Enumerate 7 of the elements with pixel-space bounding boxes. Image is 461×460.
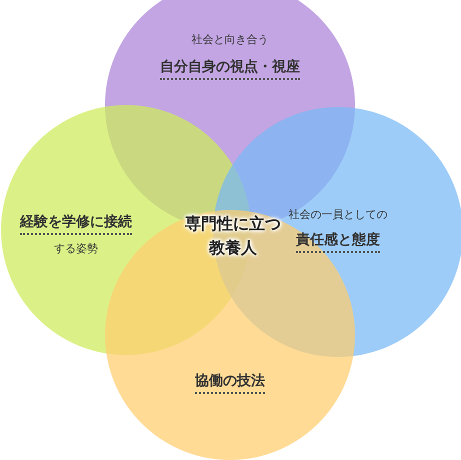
center-title: 専門性に立つ教養人 (184, 213, 282, 259)
circle-heading: 協働の技法 (195, 372, 265, 394)
circle-subtitle: 社会と向き合う (192, 32, 268, 47)
circle-subtitle: 社会の一員としての (288, 207, 388, 222)
circle-heading: 経験を学修に接続 (20, 213, 132, 235)
circle-heading: 自分自身の視点・視座 (160, 58, 300, 80)
circle-subtitle: する姿勢 (54, 241, 98, 256)
